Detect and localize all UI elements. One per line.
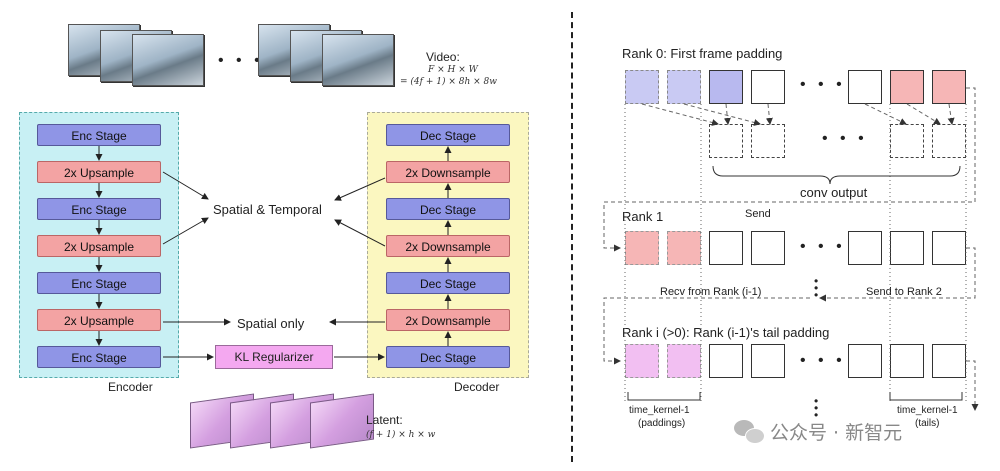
rank0-ellipsis: • • • — [800, 76, 846, 93]
time-kernel-right-line1: time_kernel-1 — [897, 405, 958, 416]
ranki-frame-cell — [709, 344, 743, 378]
rank0-frame-cell — [848, 70, 882, 104]
video-frame — [132, 34, 204, 86]
spatial-temporal-label: Spatial & Temporal — [213, 202, 322, 217]
rank1-padding-cell — [625, 231, 659, 265]
enc-upsample: 2x Upsample — [37, 235, 161, 257]
rank0-tail-cell — [890, 70, 924, 104]
kl-regularizer: KL Regularizer — [215, 345, 333, 369]
wechat-icon — [734, 419, 765, 444]
video-label: Video: — [426, 50, 460, 64]
rank0-padding-cell — [625, 70, 659, 104]
vertical-dots-1: ••• — [814, 274, 819, 302]
send-label: Send — [745, 208, 771, 220]
rank0-frame-cell — [751, 70, 785, 104]
enc-stage: Enc Stage — [37, 124, 161, 146]
watermark-text: 公众号 · 新智元 — [770, 422, 903, 444]
video-frame — [322, 34, 394, 86]
rank1-frame-cell — [751, 231, 785, 265]
decoder-label: Decoder — [454, 380, 500, 394]
conv-output-label: conv output — [800, 185, 868, 200]
video-formula-line1: F × H × W — [428, 65, 478, 75]
dec-stage: Dec Stage — [386, 124, 510, 146]
rank1-ellipsis: • • • — [800, 238, 846, 255]
rank1-label: Rank 1 — [622, 209, 664, 224]
time-kernel-right-line2: (tails) — [915, 418, 940, 429]
rank0-tail-cell — [932, 70, 966, 104]
ranki-ellipsis: • • • — [800, 352, 846, 369]
time-kernel-left-line1: time_kernel-1 — [629, 405, 690, 416]
conv-output-cell — [890, 124, 924, 158]
enc-stage: Enc Stage — [37, 198, 161, 220]
ranki-label: Rank i (>0): Rank (i-1)'s tail padding — [622, 325, 830, 340]
rank1-frame-cell — [709, 231, 743, 265]
dec-stage: Dec Stage — [386, 272, 510, 294]
ranki-frame-cell — [751, 344, 785, 378]
send-rank2-label: Send to Rank 2 — [866, 286, 942, 298]
vertical-dots-2: ••• — [814, 394, 819, 422]
dec-downsample: 2x Downsample — [386, 161, 510, 183]
enc-upsample: 2x Upsample — [37, 309, 161, 331]
rank1-frame-cell — [848, 231, 882, 265]
conv-ellipsis: • • • — [822, 130, 868, 147]
ranki-frame-cell — [890, 344, 924, 378]
enc-stage: Enc Stage — [37, 272, 161, 294]
rank0-frame-cell — [709, 70, 743, 104]
panel-divider — [571, 12, 573, 462]
ranki-frame-cell — [848, 344, 882, 378]
ranki-padding-cell — [625, 344, 659, 378]
enc-stage: Enc Stage — [37, 346, 161, 368]
spatial-only-label: Spatial only — [237, 316, 305, 331]
left-arrows — [95, 146, 452, 361]
dec-downsample: 2x Downsample — [386, 309, 510, 331]
ranki-padding-cell — [667, 344, 701, 378]
dec-stage: Dec Stage — [386, 198, 510, 220]
conv-output-cell — [709, 124, 743, 158]
latent-label: Latent: — [366, 413, 403, 427]
video-ellipsis: • • • — [218, 52, 264, 69]
time-kernel-left-line2: (paddings) — [638, 418, 686, 429]
dec-stage: Dec Stage — [386, 346, 510, 368]
rank0-label: Rank 0: First frame padding — [622, 46, 783, 61]
rank1-frame-cell — [890, 231, 924, 265]
dec-downsample: 2x Downsample — [386, 235, 510, 257]
rank0-padding-cell — [667, 70, 701, 104]
recv-label: Recv from Rank (i-1) — [660, 286, 762, 298]
encoder-label: Encoder — [108, 380, 153, 394]
enc-upsample: 2x Upsample — [37, 161, 161, 183]
latent-formula: (f + 1) × h × w — [366, 430, 436, 440]
watermark: 公众号 · 新智元 — [734, 418, 902, 445]
video-formula-line2: = (4f + 1) × 8h × 8w — [400, 77, 497, 87]
